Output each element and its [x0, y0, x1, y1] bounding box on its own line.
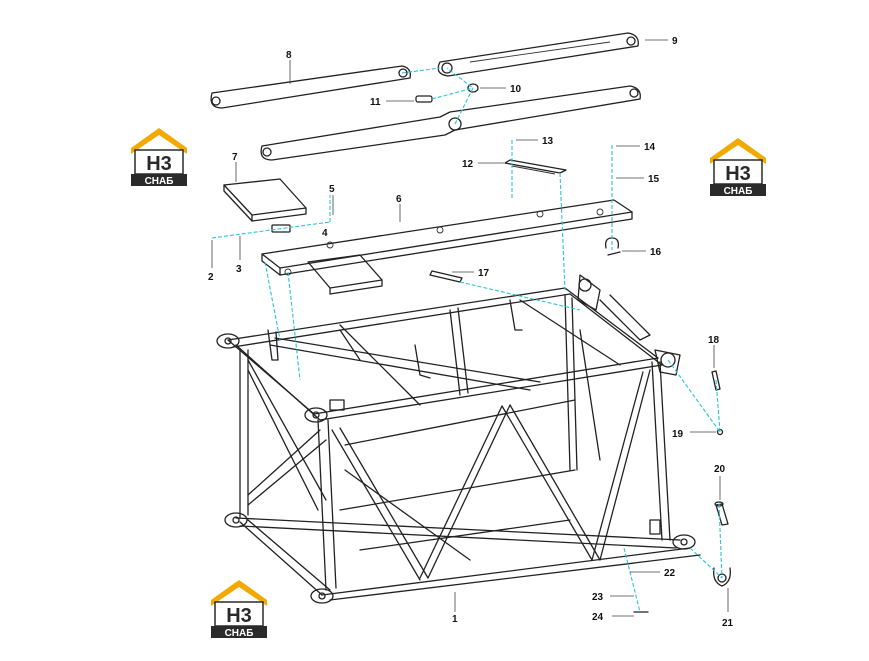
logo-left: H3 СНАБ [131, 128, 187, 187]
tie-bar-right-upper [437, 32, 639, 77]
callout-7: 7 [232, 152, 238, 163]
callout-23: 23 [592, 592, 604, 603]
cover-plate-7 [223, 178, 307, 222]
callout-11: 11 [370, 97, 381, 108]
logo-bottom-caption: СНАБ [225, 628, 254, 639]
callout-20: 20 [714, 464, 726, 475]
logo-left-caption: СНАБ [145, 176, 174, 187]
pin-11 [415, 95, 433, 103]
callout-4: 4 [322, 228, 328, 239]
logo-bottom: H3 СНАБ [211, 580, 267, 639]
logo-left-mark: H3 [146, 153, 172, 175]
callout-24: 24 [592, 612, 604, 623]
callout-15: 15 [648, 174, 660, 185]
callout-19: 19 [672, 429, 684, 440]
bracket-4 [271, 224, 291, 233]
pin-18 [711, 370, 721, 391]
assembly-lines [211, 67, 723, 613]
logo-right-mark: H3 [725, 163, 751, 185]
hook-16 [604, 237, 621, 256]
callout-3: 3 [236, 264, 242, 275]
callout-10: 10 [510, 84, 522, 95]
logo-bottom-mark: H3 [226, 605, 252, 627]
callout-18: 18 [708, 335, 720, 346]
strip-17 [429, 270, 463, 283]
callout-5: 5 [329, 184, 335, 195]
tie-bar-lower [260, 85, 641, 161]
callout-13: 13 [542, 136, 554, 147]
lattice-frame-1 [216, 274, 701, 604]
callout-9: 9 [672, 36, 678, 47]
callout-2: 2 [208, 272, 214, 283]
clevis-21 [713, 567, 731, 587]
callout-1: 1 [452, 614, 458, 625]
callout-17: 17 [478, 268, 490, 279]
rail-12 [504, 159, 567, 175]
callout-8: 8 [286, 50, 292, 61]
pin-20 [714, 501, 729, 526]
callout-22: 22 [664, 568, 676, 579]
callout-21: 21 [722, 618, 734, 629]
tie-bar-left [210, 65, 411, 109]
callout-6: 6 [396, 194, 402, 205]
pin-10 [467, 83, 479, 93]
callout-16: 16 [650, 247, 662, 258]
callout-14: 14 [644, 142, 656, 153]
platform-beam-6 [261, 199, 633, 295]
logo-right: H3 СНАБ [710, 138, 766, 197]
logo-right-caption: СНАБ [724, 186, 753, 197]
callout-12: 12 [462, 159, 474, 170]
callout-labels: 1 2 3 4 5 6 7 8 9 10 11 12 13 14 15 16 1… [208, 36, 734, 629]
